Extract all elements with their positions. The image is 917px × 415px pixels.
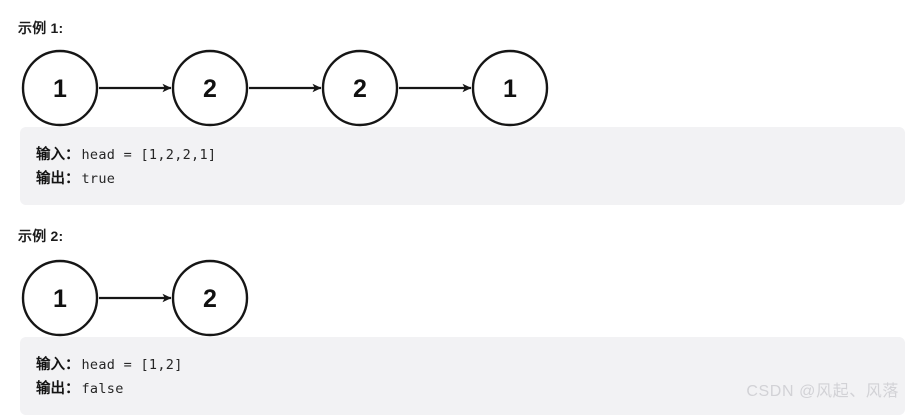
input-colon: ：	[65, 147, 80, 163]
example-1-heading: 示例 1:	[18, 20, 64, 36]
output-value: true	[81, 171, 116, 187]
input-line: 输入：head = [1,2,2,1]	[36, 143, 905, 167]
list-node-value: 1	[53, 75, 67, 103]
example-1-io-block: 输入：head = [1,2,2,1] 输出：true	[20, 127, 905, 205]
list-node-circle	[171, 49, 249, 127]
list-node-circle	[321, 49, 399, 127]
list-node-circle	[21, 259, 99, 337]
output-line: 输出：false	[36, 377, 905, 401]
output-value: false	[81, 381, 124, 397]
input-value: head = [1,2,2,1]	[81, 147, 217, 163]
example-2-heading: 示例 2:	[18, 228, 64, 244]
linked-list-diagram-example-2: 1 2	[0, 255, 917, 341]
output-label: 输出	[36, 381, 65, 397]
list-node: 1	[21, 49, 99, 127]
example-2-io-block: 输入：head = [1,2] 输出：false	[20, 337, 905, 415]
list-node-circle	[21, 49, 99, 127]
list-node-circle	[171, 259, 249, 337]
list-node: 1	[21, 259, 99, 337]
list-node-value: 2	[203, 285, 217, 313]
list-node: 2	[321, 49, 399, 127]
input-colon: ：	[65, 357, 80, 373]
list-node: 1	[471, 49, 549, 127]
output-colon: ：	[65, 171, 80, 187]
input-label: 输入	[36, 147, 65, 163]
input-value: head = [1,2]	[81, 357, 183, 373]
output-label: 输出	[36, 171, 65, 187]
list-node-value: 1	[503, 75, 517, 103]
output-line: 输出：true	[36, 167, 905, 191]
input-label: 输入	[36, 357, 65, 373]
list-node-circle	[471, 49, 549, 127]
linked-list-diagram-example-1: 1 2 2 1	[0, 45, 917, 131]
list-node-value: 2	[203, 75, 217, 103]
csdn-watermark: CSDN @风起、风落	[746, 383, 899, 400]
list-node: 2	[171, 259, 249, 337]
output-colon: ：	[65, 381, 80, 397]
list-node-value: 1	[53, 285, 67, 313]
list-node: 2	[171, 49, 249, 127]
list-node-value: 2	[353, 75, 367, 103]
input-line: 输入：head = [1,2]	[36, 353, 905, 377]
